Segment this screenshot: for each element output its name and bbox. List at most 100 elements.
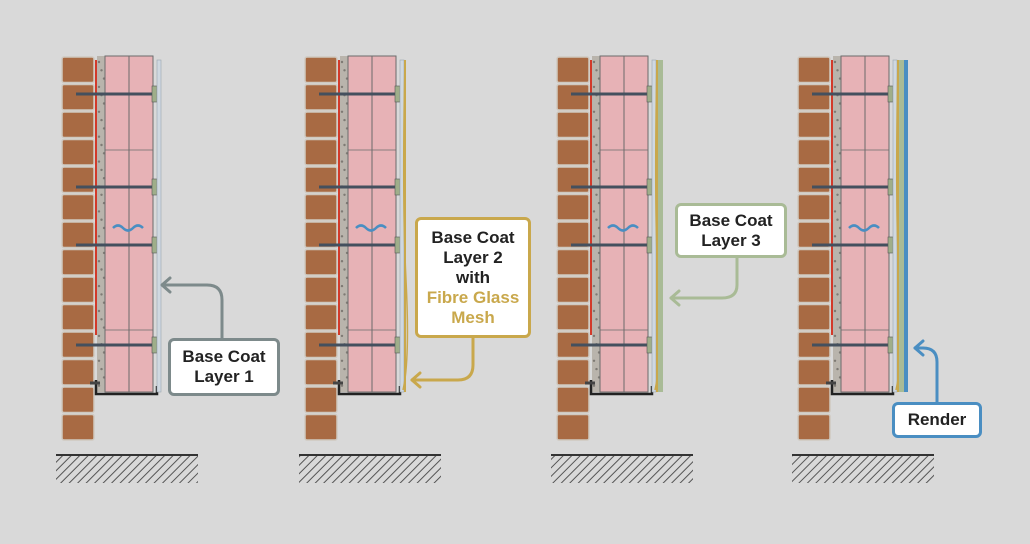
adhesive-dot <box>100 118 103 122</box>
adhesive-dot <box>100 193 103 196</box>
fibre-glass-mesh <box>656 60 658 392</box>
adhesive-dot <box>343 367 346 371</box>
ground-hatch <box>792 455 934 483</box>
callout-arrow-2-head <box>410 371 422 389</box>
anchor-washer <box>646 236 653 254</box>
callout-arrow-1-head <box>160 276 172 294</box>
anchor-washer <box>394 85 401 103</box>
adhesive-dot <box>833 260 837 263</box>
label-base-coat-layer-2-mesh: Base Coat Layer 2 with Fibre Glass Mesh <box>415 217 531 338</box>
brick <box>304 111 338 139</box>
adhesive-dot <box>833 384 837 387</box>
adhesive-dot <box>836 143 839 147</box>
adhesive-dot <box>343 318 346 321</box>
callout-arrow-1 <box>160 283 224 340</box>
adhesive-dot <box>340 210 344 213</box>
brick <box>61 83 95 111</box>
sealant-squiggle <box>848 224 880 232</box>
adhesive-dot <box>833 210 837 213</box>
anchor-washer <box>394 178 401 196</box>
adhesive-dot <box>592 284 596 288</box>
ground-hatch <box>551 455 693 483</box>
brick <box>304 56 338 84</box>
brick <box>556 83 590 111</box>
adhesive-dot <box>592 359 596 362</box>
anchor-washer <box>151 336 158 354</box>
brick <box>61 166 95 194</box>
brick <box>556 303 590 331</box>
brick <box>556 358 590 386</box>
adhesive-dot <box>340 284 344 288</box>
brick <box>61 413 95 441</box>
brick <box>304 303 338 331</box>
adhesive-dot <box>833 135 837 138</box>
label-line: Base Coat <box>689 210 773 230</box>
adhesive-dot <box>100 293 103 296</box>
adhesive-dot <box>833 284 837 288</box>
adhesive-dot <box>592 334 596 338</box>
brick <box>556 56 590 84</box>
adhesive-dot <box>592 85 596 89</box>
adhesive-dot <box>592 384 596 387</box>
anchor-washer <box>151 236 158 254</box>
anchor-washer <box>646 178 653 196</box>
adhesive-dot <box>595 168 598 172</box>
adhesive-dot <box>595 218 598 221</box>
brick <box>797 83 831 111</box>
brick <box>797 413 831 441</box>
callout-arrow-4 <box>913 346 939 404</box>
brick <box>556 138 590 166</box>
brick <box>61 111 95 139</box>
adhesive-dot <box>340 60 344 64</box>
adhesive-dot <box>595 143 598 147</box>
adhesive-dot <box>592 309 596 313</box>
adhesive-dot <box>836 293 839 296</box>
adhesive-dot <box>595 318 598 321</box>
adhesive-dot <box>97 235 101 238</box>
label-line: Base Coat <box>182 347 266 366</box>
adhesive-dot <box>595 69 598 72</box>
adhesive-dot <box>340 235 344 238</box>
adhesive-dot <box>340 135 344 138</box>
adhesive-dot <box>100 367 103 371</box>
adhesive-dot <box>343 193 346 196</box>
sealant-squiggle <box>607 224 639 232</box>
adhesive-dot <box>833 60 837 64</box>
brick <box>304 248 338 276</box>
label-line: Layer 3 <box>701 230 761 250</box>
adhesive-dot <box>340 160 344 163</box>
base-coat-layer-1 <box>156 59 162 393</box>
callout-arrow-2 <box>410 336 475 382</box>
anchor-washer <box>646 336 653 354</box>
callout-arrow-3 <box>669 256 739 300</box>
brick <box>304 386 338 414</box>
adhesive-dot <box>343 143 346 147</box>
adhesive-dot <box>833 309 837 313</box>
adhesive-dot <box>592 110 596 114</box>
brick <box>304 413 338 441</box>
brick <box>304 221 338 249</box>
adhesive-strip <box>833 56 841 392</box>
adhesive-dot <box>97 135 101 138</box>
label-base-coat-layer-1: Base Coat Layer 1 <box>168 338 280 396</box>
wall-section-2 <box>299 55 441 483</box>
brick <box>556 386 590 414</box>
brick <box>797 138 831 166</box>
brick <box>797 386 831 414</box>
adhesive-dot <box>836 118 839 122</box>
adhesive-dot <box>595 193 598 196</box>
label-line: Render <box>907 410 967 429</box>
brick <box>304 166 338 194</box>
brick <box>797 111 831 139</box>
anchor-washer <box>887 85 894 103</box>
adhesive-dot <box>343 268 346 271</box>
brick <box>797 166 831 194</box>
callout-arrow-3-head <box>669 289 681 307</box>
ground-hatch <box>299 455 441 483</box>
adhesive-dot <box>836 318 839 321</box>
adhesive-dot <box>97 160 101 163</box>
brick <box>61 138 95 166</box>
adhesive-dot <box>100 168 103 172</box>
label-line-accent: Mesh <box>451 307 495 327</box>
